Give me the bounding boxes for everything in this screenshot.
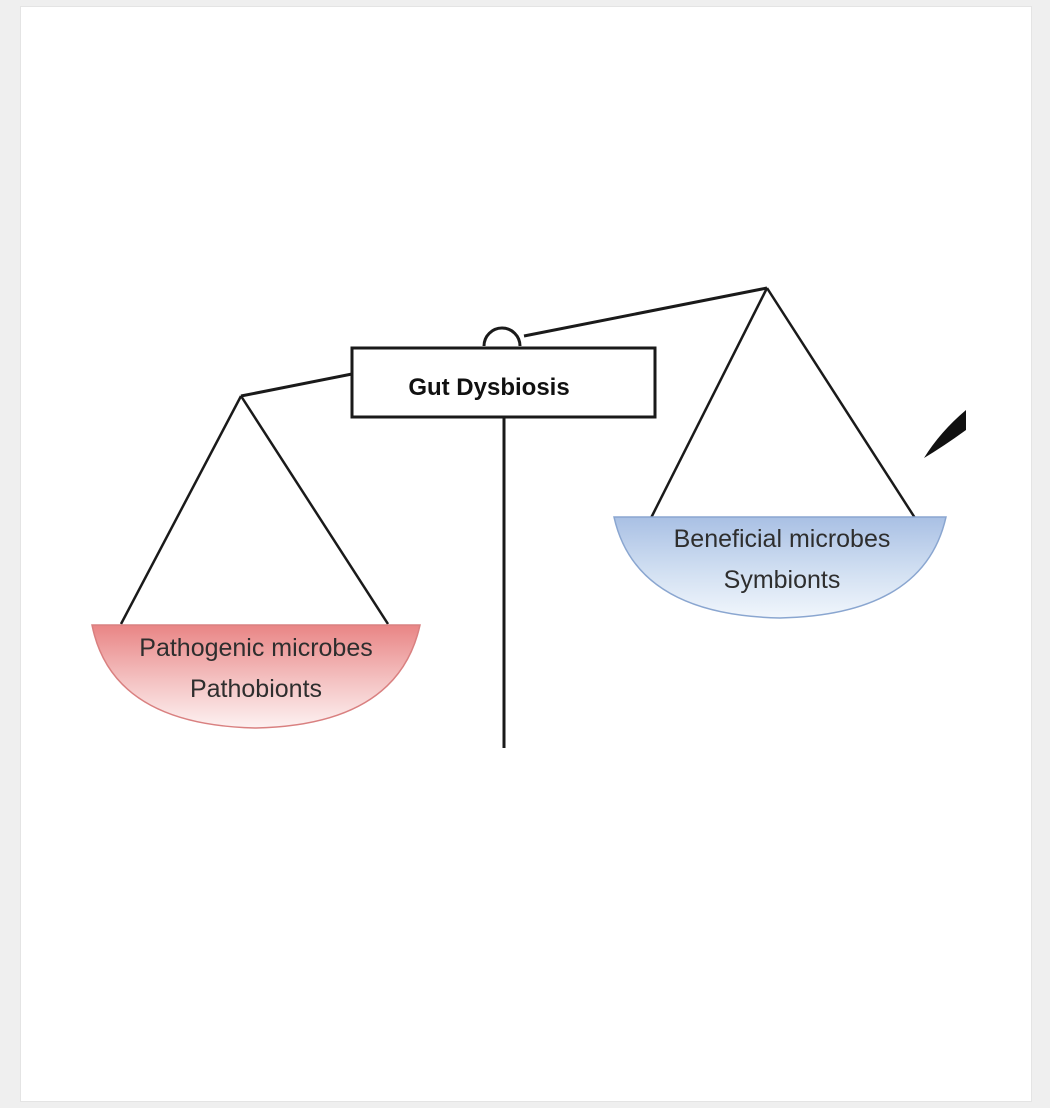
right-pan-label-line2: Symbionts xyxy=(724,566,841,594)
right-pan-label-line1: Beneficial microbes xyxy=(674,525,891,553)
scale-beam-left xyxy=(241,374,352,396)
left-pan-label-line1: Pathogenic microbes xyxy=(139,634,372,662)
left-pan-string xyxy=(121,396,241,624)
right-pan-string xyxy=(651,288,767,518)
cropped-shape xyxy=(924,410,966,458)
scale-beam-right xyxy=(524,288,767,336)
left-pan-label-line2: Pathobionts xyxy=(190,675,322,703)
left-pan-string xyxy=(241,396,388,624)
title-label: Gut Dysbiosis xyxy=(408,374,569,401)
scale-pivot-hook xyxy=(484,328,520,346)
right-pan-string xyxy=(767,288,915,518)
